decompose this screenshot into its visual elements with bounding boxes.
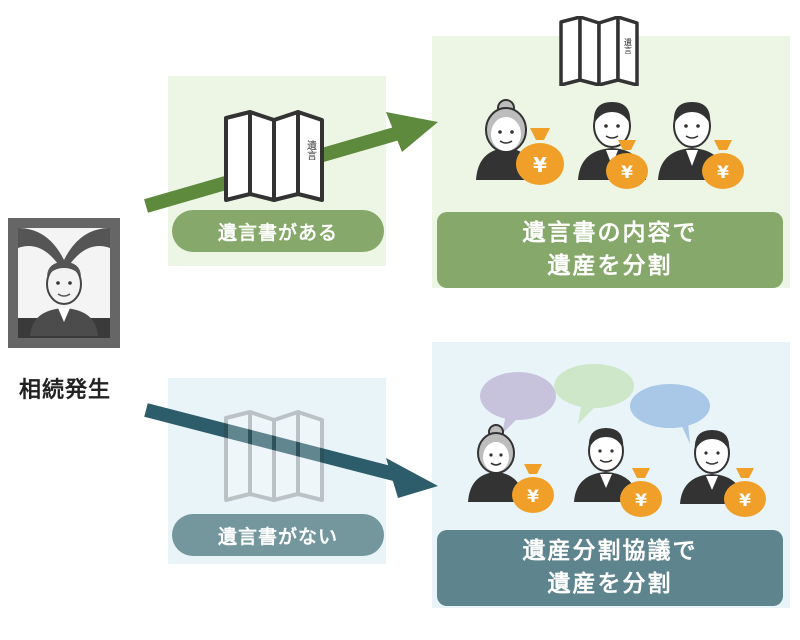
speech-bubble-purple-icon — [480, 372, 556, 434]
will-document-text: 遺言 — [305, 139, 317, 161]
will-result-line2: 遺産を分割 — [547, 253, 673, 279]
money-bag-icon: ¥ — [606, 140, 648, 189]
money-bag-icon: ¥ — [516, 128, 564, 185]
no-will-result-line2: 遺産を分割 — [547, 571, 673, 597]
yen-symbol: ¥ — [621, 163, 633, 183]
money-bag-icon: ¥ — [702, 140, 744, 189]
money-bag-icon: ¥ — [620, 468, 662, 517]
speech-bubble-green-icon — [554, 364, 634, 424]
elderly-woman-icon — [468, 424, 524, 502]
will-result-line1: 遺言書の内容で — [522, 220, 698, 246]
will-document-small-icon: 遺言 — [559, 16, 639, 86]
money-bag-icon: ¥ — [724, 468, 766, 517]
will-exists-label: 遺言書がある — [172, 210, 384, 252]
yen-symbol: ¥ — [533, 153, 547, 177]
will-result-box: 遺言書の内容で 遺産を分割 — [437, 212, 783, 288]
will-document-icon: 遺言 — [224, 110, 324, 202]
money-bag-icon: ¥ — [512, 464, 554, 513]
no-will-result-box: 遺産分割協議で 遺産を分割 — [437, 530, 783, 606]
yen-symbol: ¥ — [635, 491, 647, 511]
yen-symbol: ¥ — [717, 163, 729, 183]
faded-document-icon — [224, 410, 324, 502]
deceased-portrait-icon — [8, 218, 120, 348]
will-document-small-text: 遺言 — [624, 37, 633, 55]
yen-symbol: ¥ — [527, 487, 539, 507]
no-will-arrow — [144, 403, 438, 498]
speech-bubble-blue-icon — [630, 384, 710, 444]
no-will-label: 遺言書がない — [172, 514, 384, 556]
deceased-label: 相続発生 — [18, 378, 111, 403]
no-will-result-line1: 遺産分割協議で — [522, 538, 698, 564]
yen-symbol: ¥ — [739, 491, 751, 511]
